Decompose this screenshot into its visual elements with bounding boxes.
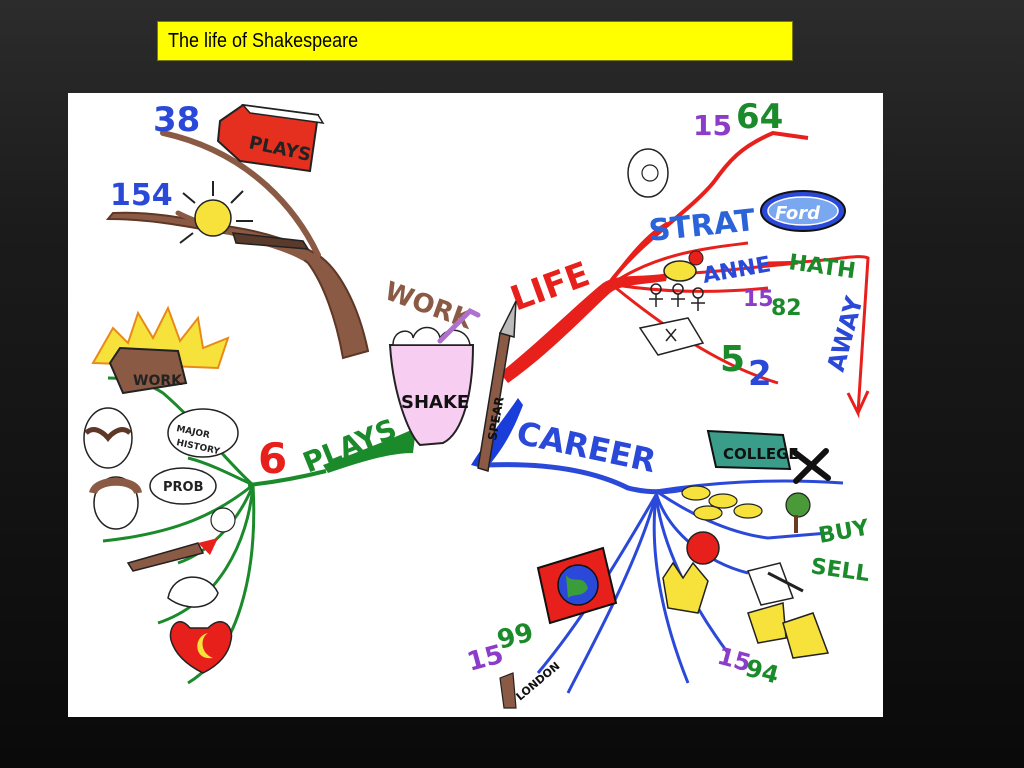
ford-logo-text: Ford [775,203,821,224]
plays-branch: PLAYS 6 WORK MAJOR HISTORY PROB [83,305,416,685]
quill-sun-icon [179,181,310,250]
globe-theatre-icon [536,546,618,625]
slide-title: The life of Shakespeare [168,29,359,52]
masks-icon [747,602,830,659]
college-book-icon: COLLEGE [706,429,799,471]
slide-title-bar: The life of Shakespeare [157,21,793,61]
sun-briefcase-icon: WORK [91,305,230,395]
center-node: SHAKE SPEAR [388,300,517,472]
plays-book-icon: PLAYS [216,103,325,173]
coins-icon [681,485,763,521]
curly-face-icon [89,476,142,530]
stratford-label: STRAT [647,203,757,249]
bubble-prob-label: PROB [163,480,204,495]
sad-face-icon [210,507,236,533]
plays-count-6: 6 [258,434,287,483]
hath-label: HATH [787,250,857,284]
cross-icon [790,448,831,484]
plays-count-38: 38 [153,100,200,140]
career-branch: CAREER COLLEGE BUY SELL [464,398,872,709]
sell-label: SELL [809,554,871,587]
heart-icon-career [686,531,720,565]
death-age-5: 5 [720,339,745,380]
ring-icon [663,250,704,282]
dagger-icon [126,538,218,572]
marriage-year-15: 15 [743,287,774,312]
life-branch: LIFE 15 64 STRAT Ford ANNE HATH 15 82 AW… [500,97,870,419]
sun-work-label: WORK [133,373,183,389]
sonnets-count-154: 154 [110,178,173,213]
anne-label: ANNE [701,252,773,289]
heart-moon-icon [169,621,233,674]
marriage-year-82: 82 [771,296,802,321]
tree-icon [785,492,811,533]
buy-label: BUY [817,515,872,549]
ford-logo-icon: Ford [760,190,846,232]
mind-map: WORK 38 154 PLAYS LIFE 15 64 STRAT [68,93,883,717]
late-year-94: 94 [742,654,782,690]
death-age-2: 2 [748,354,772,394]
prob-bubble: PROB [149,467,217,505]
london-label: LONDON [514,659,563,703]
document-icon [746,562,804,606]
born-year-64: 64 [736,97,783,137]
crown-icon [662,561,709,614]
major-history-bubble: MAJOR HISTORY [167,408,239,458]
plays-branch-label: PLAYS [298,412,401,479]
lady-icon [167,576,219,608]
career-branch-label: CAREER [513,414,659,481]
baby-icon [627,148,669,198]
children-icon [649,283,705,311]
coffin-icon [638,317,705,356]
big-ben-icon [499,672,517,709]
mind-map-drawing: WORK 38 154 PLAYS LIFE 15 64 STRAT [83,97,872,709]
mustache-face-icon [83,407,133,469]
born-year-15: 15 [693,109,732,142]
center-shake-label: SHAKE [401,392,469,413]
college-label: COLLEGE [723,445,799,463]
london-year-99: 99 [494,617,537,655]
